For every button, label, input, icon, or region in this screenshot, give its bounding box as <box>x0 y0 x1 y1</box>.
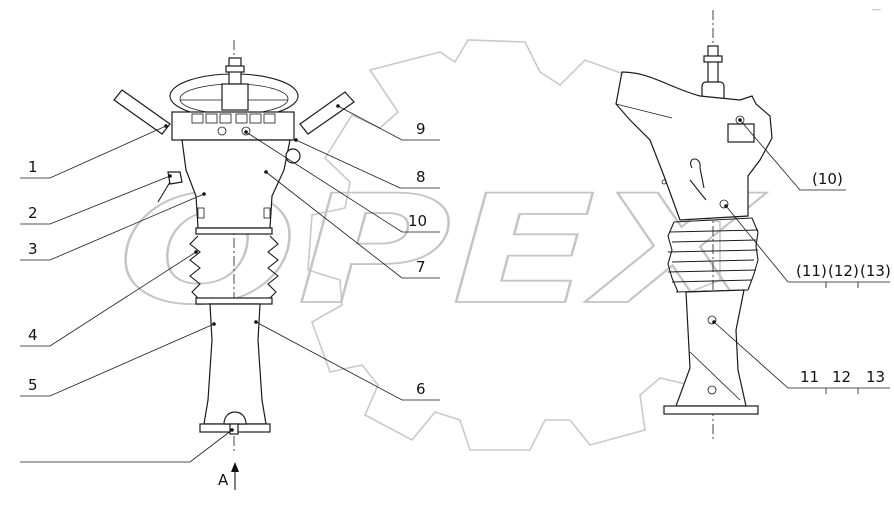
leader-7 <box>265 171 440 279</box>
leader-r10 <box>739 119 846 191</box>
switch-key <box>205 113 218 124</box>
base-boss <box>223 411 247 425</box>
callout-2: 2 <box>28 204 38 222</box>
callout-r13-paren: (13) <box>860 262 891 280</box>
callout-10: 10 <box>408 212 427 230</box>
leader-dot-6 <box>254 320 258 324</box>
side-bellows <box>667 217 759 293</box>
tilt-lever <box>167 171 183 185</box>
view-arrow-head <box>231 462 239 472</box>
leader-3 <box>20 193 205 261</box>
middle-leaders <box>244 104 440 401</box>
left-callouts: 1 2 3 4 5 <box>28 158 38 394</box>
side-top-connector <box>707 45 719 87</box>
leader-dot-8 <box>294 138 298 142</box>
callout-r13: 13 <box>866 368 885 386</box>
callout-r10: (10) <box>812 170 843 188</box>
side-column-groove <box>689 351 741 401</box>
callout-3: 3 <box>28 240 38 258</box>
leader-dot-10 <box>244 130 248 134</box>
base-pin <box>229 423 239 435</box>
left-leaders <box>20 124 234 463</box>
side-bolt-low <box>707 315 717 325</box>
side-tilt-lever <box>690 158 705 189</box>
leader-A <box>20 429 233 463</box>
leader-r11-13 <box>713 321 890 389</box>
leader-dot-r10 <box>738 118 742 122</box>
switch-key <box>263 113 276 124</box>
side-small-dot <box>661 179 667 185</box>
switch-panel <box>171 111 295 141</box>
leader-1 <box>20 125 167 179</box>
view-arrow-label: A <box>218 471 229 489</box>
callout-r12: 12 <box>832 368 851 386</box>
side-bolt-base <box>707 385 717 395</box>
leader-9 <box>337 105 440 141</box>
side-bellows-outline <box>667 217 759 293</box>
side-housing-lip <box>615 103 673 119</box>
side-upper-housing <box>615 71 773 221</box>
callout-1: 1 <box>28 158 38 176</box>
leader-dot-9 <box>336 104 340 108</box>
side-knob <box>285 148 301 164</box>
callout-4: 4 <box>28 326 38 344</box>
leader-5 <box>20 323 215 397</box>
callout-r11: 11 <box>800 368 819 386</box>
right-callouts: (10) (11) (12) (13) 11 12 13 <box>796 170 891 386</box>
leader-dot-5 <box>212 322 216 326</box>
callout-6: 6 <box>416 380 426 398</box>
leader-4 <box>20 251 197 347</box>
leader-dot-r11-13 <box>712 320 716 324</box>
callout-5: 5 <box>28 376 38 394</box>
panel-bolt <box>241 126 251 136</box>
leader-2 <box>20 175 171 225</box>
right-leaders <box>712 118 890 394</box>
switch-row <box>191 113 276 124</box>
side-connector-cap <box>703 55 723 63</box>
panel-bolt <box>217 126 227 136</box>
left-lever <box>113 89 171 135</box>
side-bolt-top <box>735 115 745 125</box>
callout-r11-paren: (11) <box>796 262 827 280</box>
side-connector-box <box>727 123 755 143</box>
tilt-lever-handle <box>157 181 171 203</box>
leader-10 <box>245 131 440 233</box>
housing-clip-right <box>263 207 271 219</box>
bellows-ring-top <box>195 227 273 235</box>
right-view: (10) (11) (12) (13) 11 12 13 <box>615 10 891 440</box>
middle-callouts: 9 8 10 7 6 <box>408 120 427 398</box>
callout-9: 9 <box>416 120 426 138</box>
callout-7: 7 <box>416 258 426 276</box>
side-lever-arm <box>689 179 707 201</box>
switch-key <box>235 113 248 124</box>
side-mounting-base <box>663 405 759 415</box>
column-head <box>221 83 249 111</box>
side-bolt-mid <box>719 199 729 209</box>
side-lower-column <box>675 289 747 407</box>
leader-dot-r11-13b <box>724 204 728 208</box>
leader-dot-3 <box>202 192 206 196</box>
leader-dot-2 <box>168 174 172 178</box>
callout-r12-paren: (12) <box>828 262 859 280</box>
top-connector-cap <box>225 65 245 73</box>
callout-tick-marks <box>825 282 859 394</box>
leader-dot-A <box>230 428 234 432</box>
switch-key <box>219 113 232 124</box>
bellows <box>189 235 279 301</box>
leader-dot-7 <box>264 170 268 174</box>
corner-mark: — <box>872 5 881 15</box>
housing-clip-left <box>197 207 205 219</box>
leader-8 <box>295 139 440 189</box>
switch-key <box>191 113 204 124</box>
switch-key <box>249 113 262 124</box>
callout-8: 8 <box>416 168 426 186</box>
leader-dot-4 <box>194 250 198 254</box>
leader-r11-13b <box>725 205 890 283</box>
leader-dot-1 <box>164 124 168 128</box>
leader-6 <box>255 321 440 401</box>
left-view: A 1 2 3 4 5 <box>20 40 440 490</box>
right-lever <box>299 91 355 135</box>
bellows-ring-bottom <box>195 297 273 305</box>
